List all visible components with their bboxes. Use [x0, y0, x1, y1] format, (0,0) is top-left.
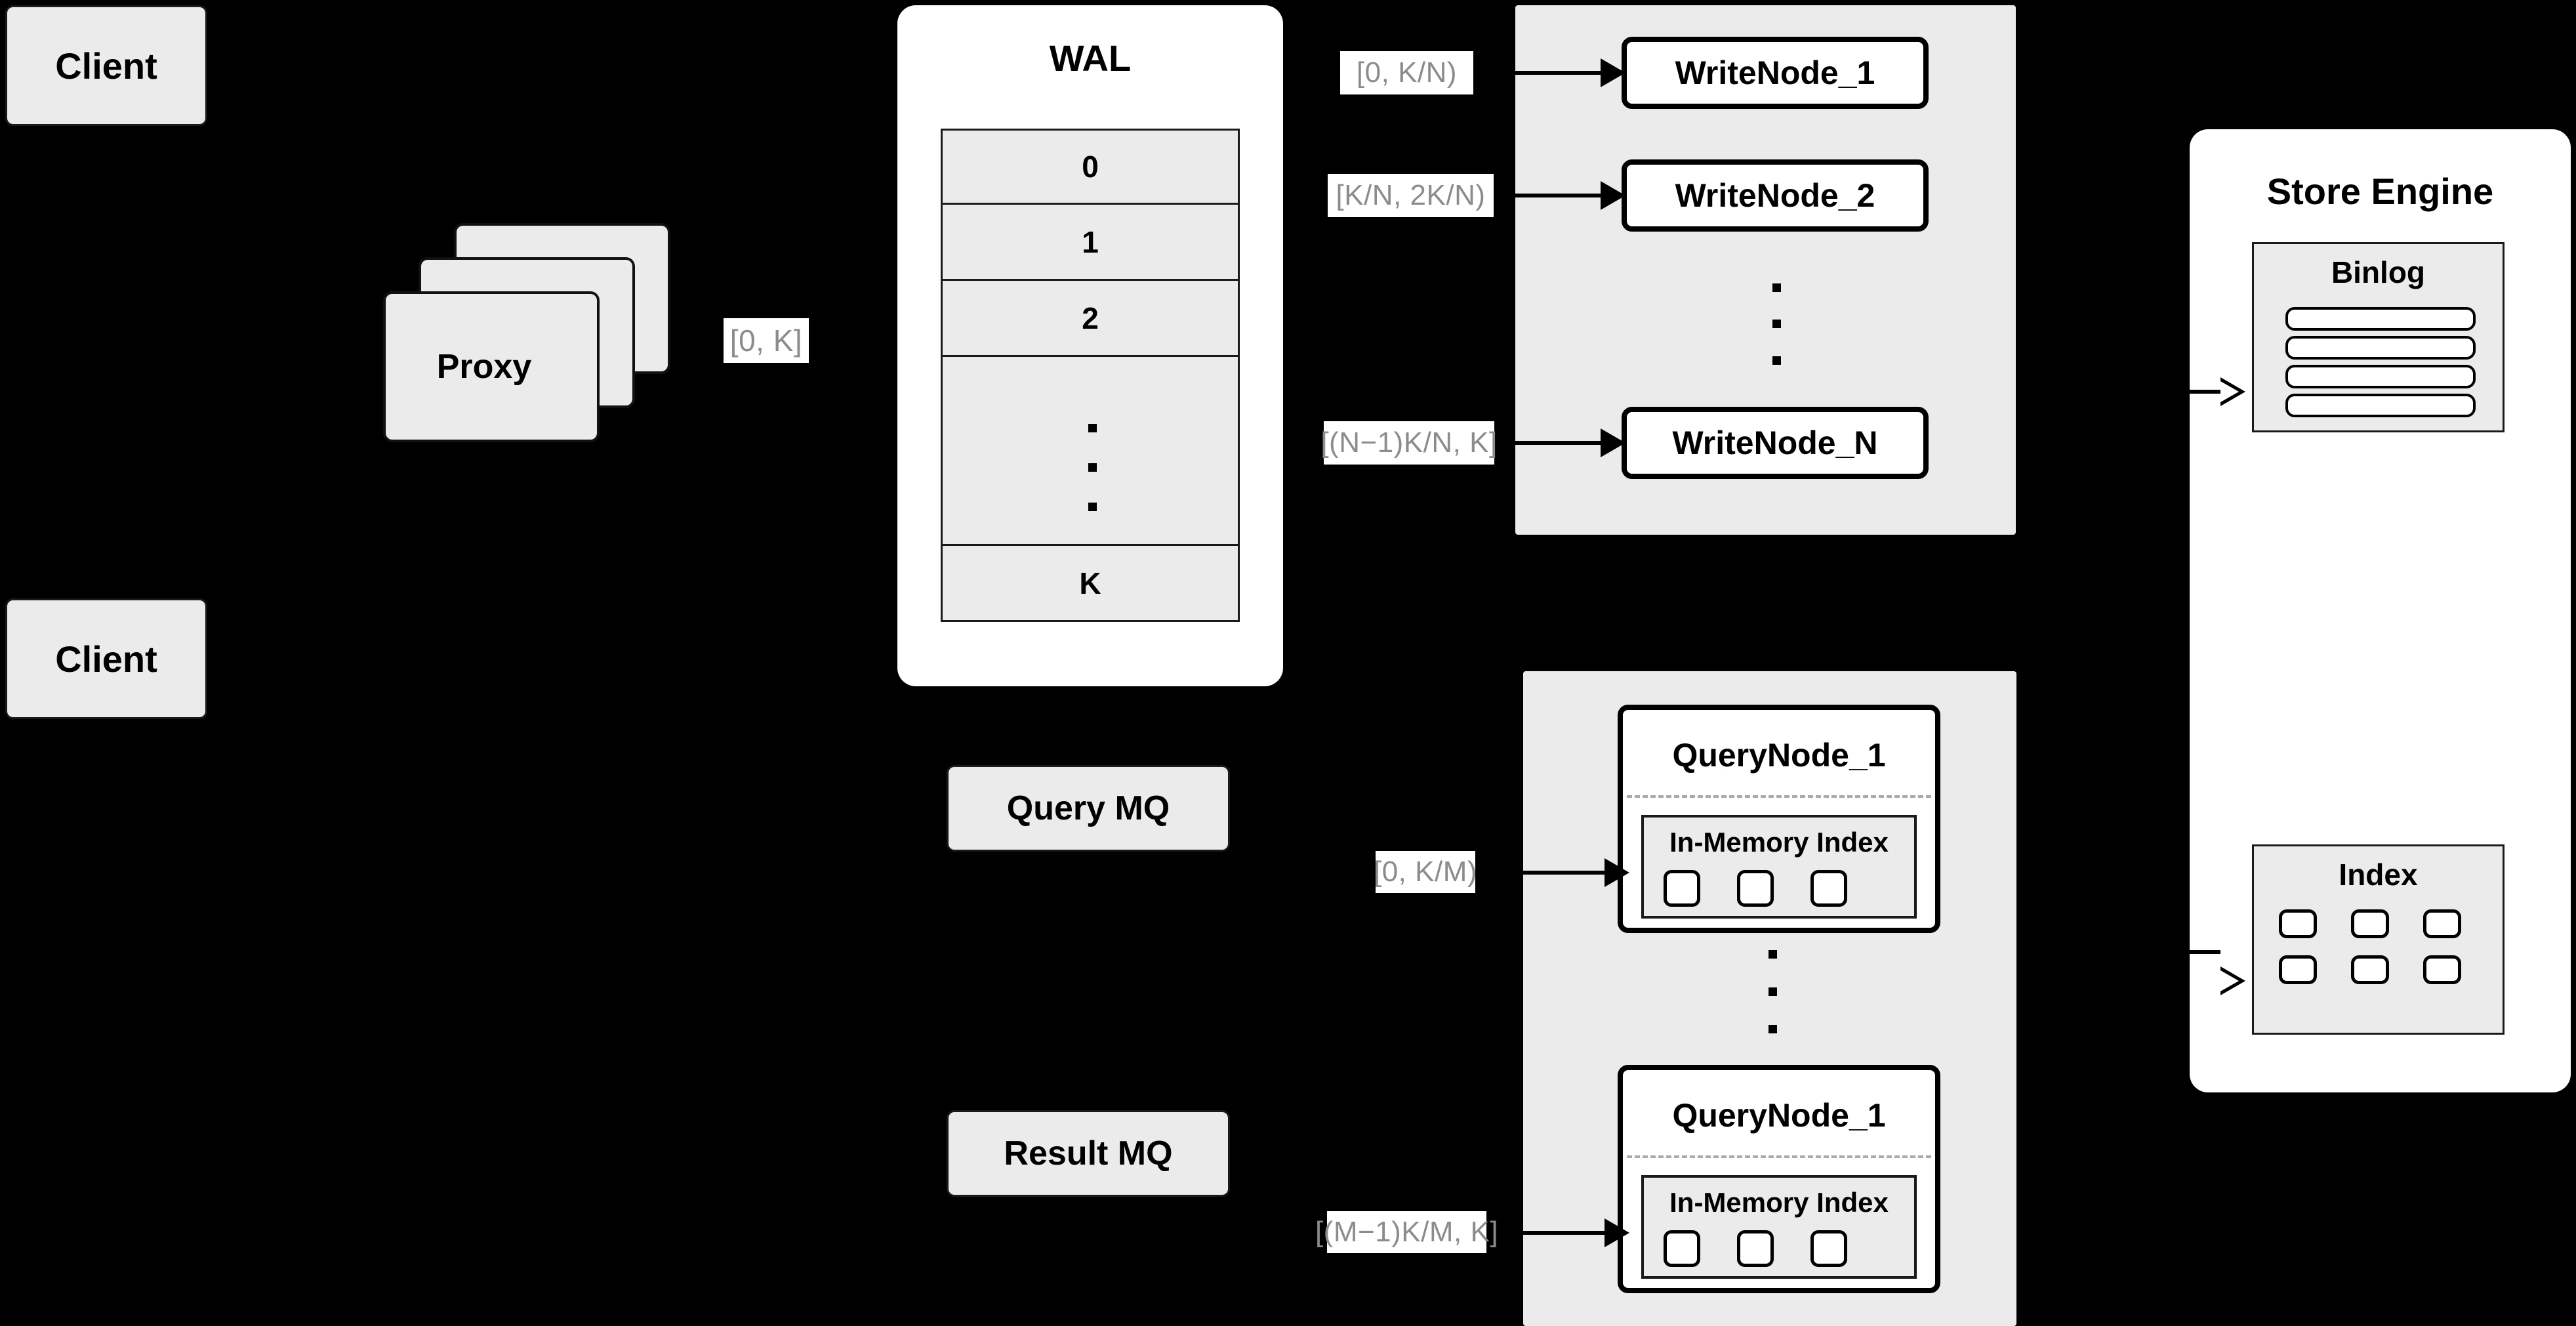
result-mq-box[interactable]: Result MQ [947, 1110, 1230, 1197]
arrow-line-query-m [1519, 1231, 1605, 1235]
write-node-1[interactable]: WriteNode_1 [1622, 37, 1929, 109]
write-node-n-label: WriteNode_N [1672, 425, 1878, 461]
query-node-m-divider [1627, 1155, 1931, 1158]
index-slot-5 [2351, 955, 2389, 984]
proxy-label: Proxy [436, 348, 532, 386]
write-node-1-label: WriteNode_1 [1675, 54, 1875, 91]
query-group-ellipsis-dot-1 [1768, 950, 1777, 959]
query-node-1-title: QueryNode_1 [1672, 737, 1886, 774]
index-box: Index [2252, 844, 2504, 1035]
query-node-m-index-slot-2 [1737, 1230, 1774, 1267]
arrow-line-write-2 [1502, 194, 1601, 197]
client-label-1: Client [55, 45, 157, 87]
query-mq-label: Query MQ [1006, 789, 1170, 827]
wal-cell-k: K [941, 546, 1240, 622]
query-node-1-index-title: In-Memory Index [1669, 827, 1889, 858]
binlog-title: Binlog [2331, 255, 2426, 289]
query-node-m-index-slot-1 [1664, 1230, 1700, 1267]
arrow-head-query-1 [1605, 858, 1629, 887]
arrow-line-binlog [2182, 390, 2220, 394]
write-node-2-label: WriteNode_2 [1675, 177, 1875, 214]
query-group-ellipsis-dot-2 [1768, 987, 1777, 996]
query-node-m[interactable]: QueryNode_1 In-Memory Index [1618, 1065, 1940, 1293]
query-node-m-title: QueryNode_1 [1672, 1097, 1886, 1134]
write-group-ellipsis-dot-3 [1772, 356, 1781, 365]
query-node-1-divider [1627, 795, 1931, 798]
wal-ellipsis-dot-1 [1088, 424, 1097, 432]
write-group-ellipsis-dot-2 [1772, 320, 1781, 328]
wal-title: WAL [1049, 37, 1132, 79]
query-mq-box[interactable]: Query MQ [947, 765, 1230, 852]
arrow-head-write-n [1601, 428, 1625, 457]
query-node-1[interactable]: QueryNode_1 In-Memory Index [1618, 705, 1940, 933]
arrow-line-write-n [1502, 441, 1601, 445]
query-node-m-in-memory-index: In-Memory Index [1641, 1175, 1917, 1279]
result-mq-label: Result MQ [1004, 1134, 1173, 1172]
query-node-1-index-slot-2 [1737, 870, 1774, 907]
wal-cell-0: 0 [941, 129, 1240, 205]
arrow-line-write-1 [1502, 71, 1601, 75]
index-slot-4 [2279, 955, 2317, 984]
arrow-head-index [2220, 966, 2245, 995]
query-node-m-index-title: In-Memory Index [1669, 1187, 1889, 1218]
client-box-1[interactable]: Client [5, 5, 207, 126]
arrow-head-write-2 [1601, 181, 1625, 210]
wal-container: WAL 0 1 2 K [897, 5, 1283, 686]
wal-ellipsis-dot-3 [1088, 503, 1097, 511]
wal-cell-1: 1 [941, 205, 1240, 281]
arrow-line-query-1 [1519, 871, 1605, 875]
index-slot-6 [2423, 955, 2461, 984]
query-node-1-index-slot-1 [1664, 870, 1700, 907]
query-node-m-index-slot-3 [1810, 1230, 1847, 1267]
client-box-2[interactable]: Client [5, 598, 207, 719]
client-label-2: Client [55, 638, 157, 680]
write-node-2[interactable]: WriteNode_2 [1622, 159, 1929, 232]
binlog-row-1 [2285, 307, 2476, 331]
edge-label-write-n: [(N−1)K/N, K] [1320, 421, 1497, 465]
store-engine-container: Store Engine Binlog Index [2190, 129, 2571, 1092]
query-node-1-index-slot-3 [1810, 870, 1847, 907]
arrow-line-index [2182, 950, 2220, 954]
edge-label-proxy-to-wal: [0, K] [724, 318, 809, 363]
wal-cell-ellipsis [941, 357, 1240, 546]
edge-label-query-1: [0, K/M) [1374, 851, 1477, 893]
index-title: Index [2339, 858, 2418, 892]
proxy-box[interactable]: Proxy [383, 291, 600, 442]
wal-cell-2: 2 [941, 281, 1240, 357]
edge-label-write-2: [K/N, 2K/N) [1328, 174, 1494, 217]
binlog-row-2 [2285, 336, 2476, 360]
wal-ellipsis-dot-2 [1088, 463, 1097, 472]
write-group-ellipsis-dot-1 [1772, 283, 1781, 292]
arrow-head-write-1 [1601, 58, 1625, 87]
arrow-head-query-m [1605, 1218, 1629, 1247]
binlog-row-4 [2285, 394, 2476, 417]
write-node-n[interactable]: WriteNode_N [1622, 407, 1929, 479]
binlog-box: Binlog [2252, 242, 2504, 432]
binlog-row-3 [2285, 365, 2476, 388]
edge-label-query-m: [(M−1)K/M, K] [1315, 1211, 1498, 1253]
query-node-1-in-memory-index: In-Memory Index [1641, 815, 1917, 919]
index-slot-1 [2279, 909, 2317, 938]
index-slot-2 [2351, 909, 2389, 938]
query-group-ellipsis-dot-3 [1768, 1025, 1777, 1033]
edge-label-write-1: [0, K/N) [1340, 51, 1473, 94]
arrow-head-binlog [2220, 377, 2245, 406]
index-slot-3 [2423, 909, 2461, 938]
store-engine-title: Store Engine [2266, 171, 2494, 212]
